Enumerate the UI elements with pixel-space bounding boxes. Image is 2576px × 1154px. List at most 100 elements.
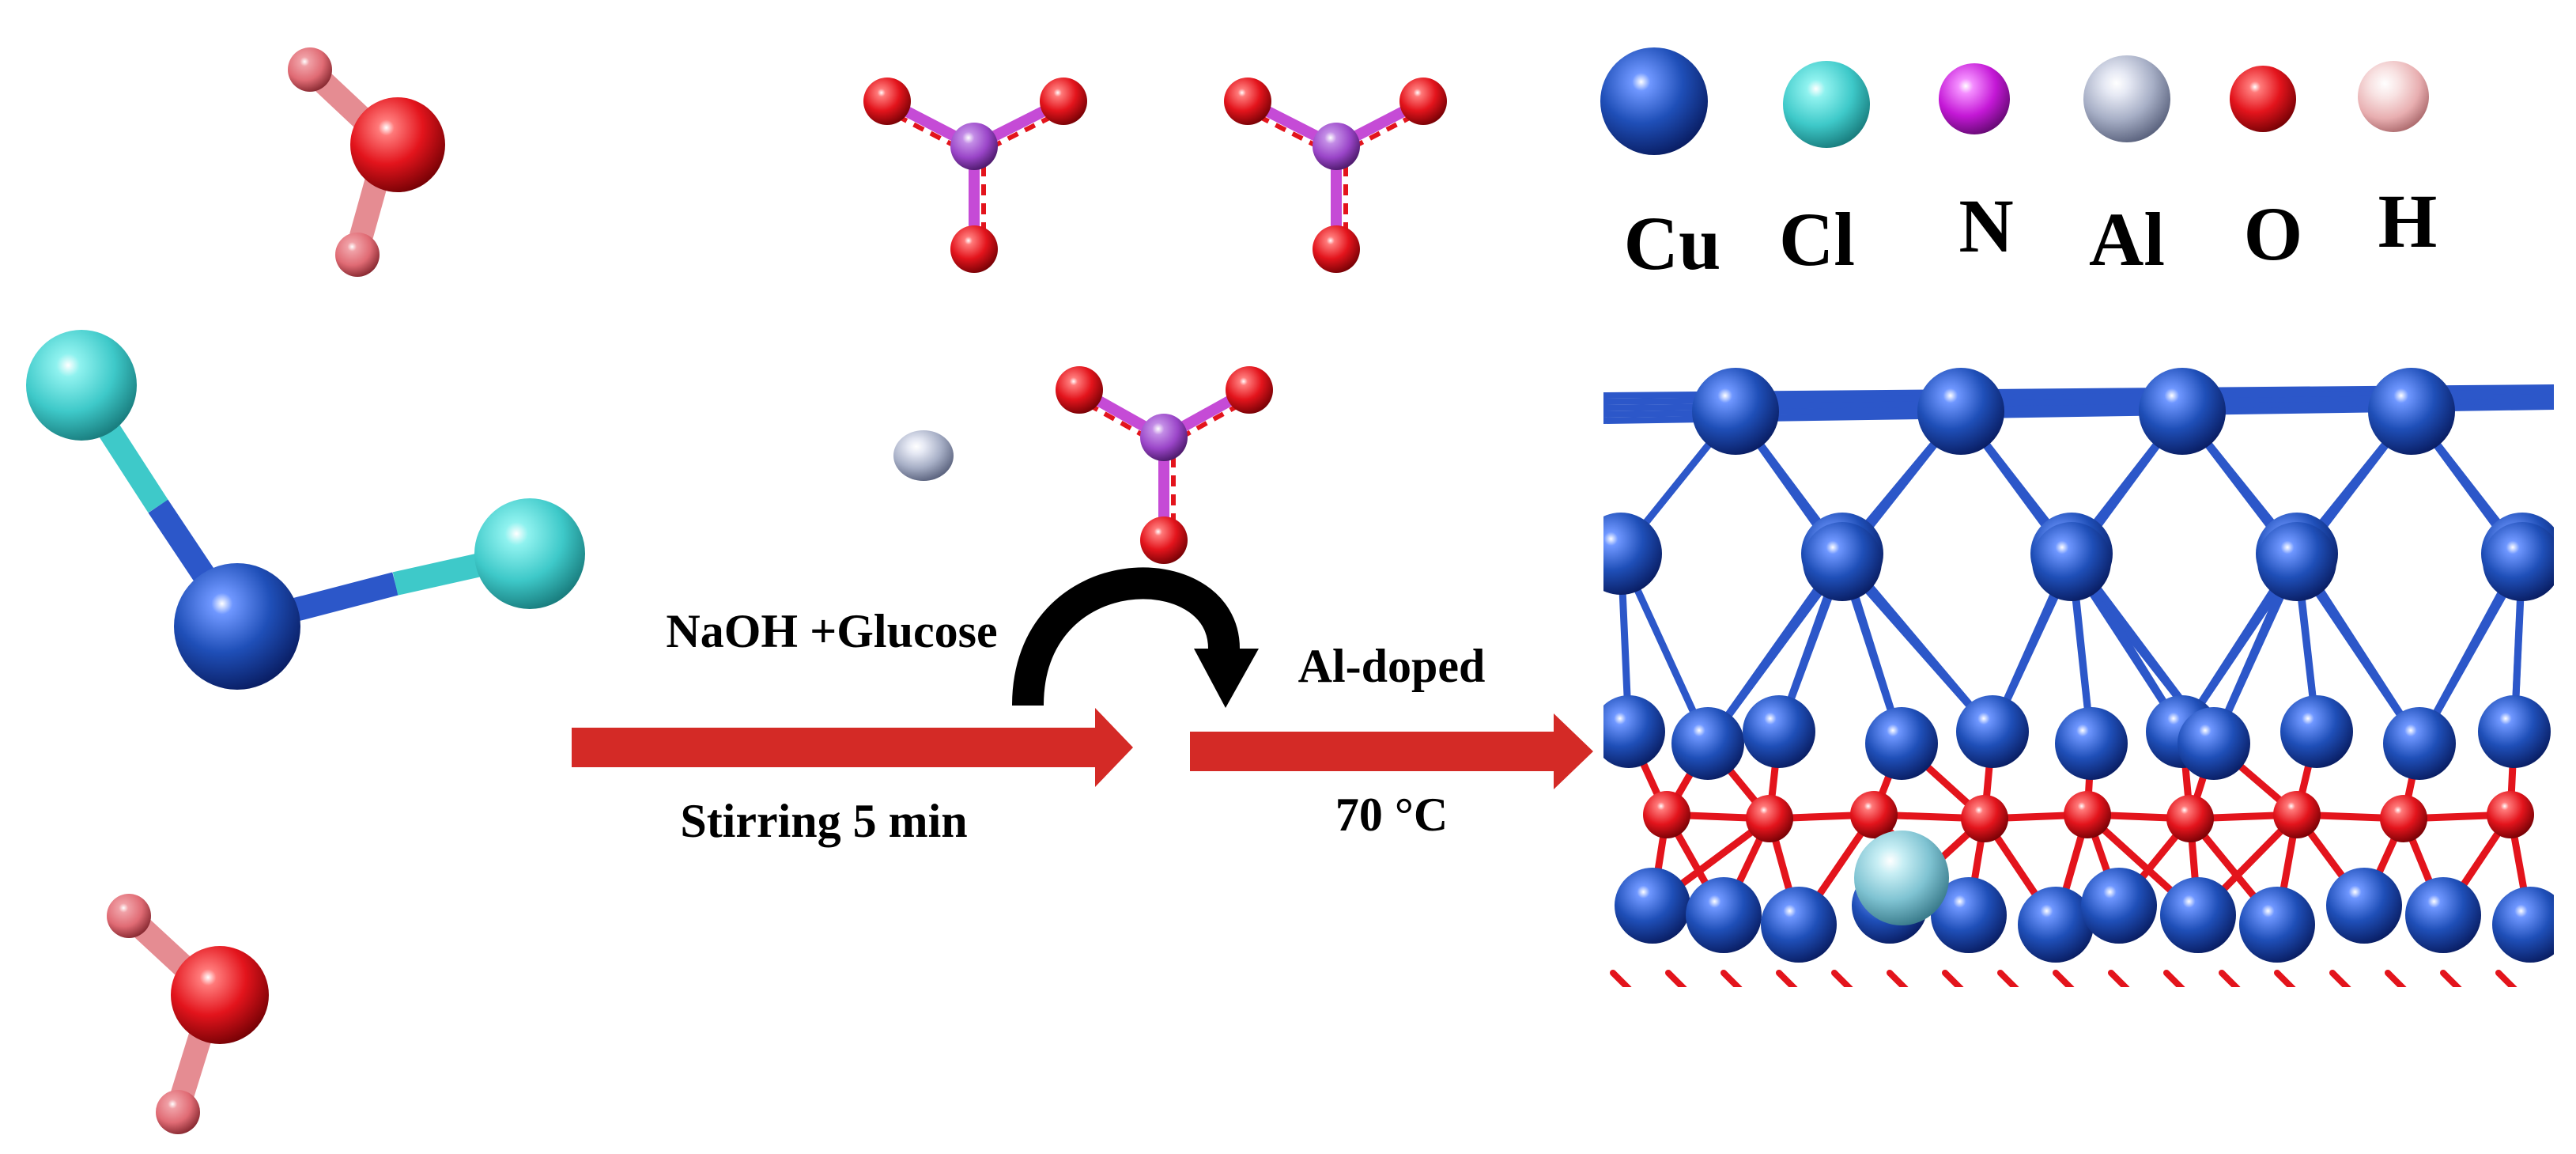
nitrate-ion-3 [1056, 366, 1273, 564]
legend-label-n: N [1958, 184, 2013, 268]
copper-atom [1761, 887, 1837, 963]
legend-label-cu: Cu [1624, 201, 1721, 286]
step1-arrow [572, 708, 1133, 787]
hydrogen-atom [107, 894, 151, 938]
bond [1776, 970, 1798, 987]
copper-atom [2055, 707, 2128, 780]
copper-atom [1956, 695, 2029, 768]
legend-label-cl: Cl [1779, 197, 1855, 282]
dopant-atom [1854, 831, 1949, 925]
oxygen-atom [1040, 78, 1087, 125]
copper-atom [2368, 368, 2455, 455]
copper-atom [2081, 868, 2157, 944]
copper-atom [2032, 522, 2111, 601]
copper-atom [1865, 707, 1938, 780]
bond [2219, 970, 2241, 987]
oxygen-atom [2166, 795, 2214, 842]
copper-atom [1686, 877, 1762, 953]
bond [1720, 970, 1743, 987]
copper-atom [2139, 368, 2226, 455]
oxygen-atom [350, 97, 445, 192]
oxygen-atom [1056, 366, 1103, 414]
copper-atom [1917, 368, 2004, 455]
bond [1887, 970, 1909, 987]
bond [2108, 970, 2130, 987]
al-doped-cu-slab [1603, 368, 2554, 987]
aluminum-ion [893, 430, 954, 481]
legend-cu-atom [1600, 47, 1708, 155]
legend-n-atom [1939, 63, 2010, 134]
legend-al-atom [2083, 55, 2170, 142]
oxygen-atom [1643, 791, 1690, 838]
copper-atom [1803, 522, 1882, 601]
copper-atom [2239, 887, 2315, 963]
bond [1997, 970, 2019, 987]
copper-atom [2178, 707, 2250, 780]
copper-atom [1931, 877, 2007, 953]
bond [2053, 970, 2075, 987]
bond [2495, 970, 2517, 987]
step1-reagent-label: NaOH +Glucose [666, 605, 997, 657]
oxygen-atom [863, 78, 911, 125]
copper-atom [2483, 522, 2554, 601]
copper-atom [2383, 707, 2456, 780]
nitrogen-atom [950, 123, 998, 170]
oxygen-atom [1746, 795, 1793, 842]
hydrogen-atom [335, 233, 380, 277]
bond [2329, 970, 2351, 987]
oxygen-atom [1850, 791, 1898, 838]
bond [2163, 970, 2185, 987]
chlorine-atom [26, 330, 137, 441]
oxygen-atom [1140, 516, 1188, 564]
legend-o-atom [2230, 66, 2296, 132]
copper-atom [2160, 877, 2236, 953]
cucl2-molecule [26, 330, 585, 690]
nitrate-ion-2 [1224, 78, 1447, 273]
nitrate-ion-1 [863, 78, 1087, 273]
step2-arrow [1190, 713, 1593, 789]
water-molecule-top [288, 47, 445, 277]
copper-atom [2018, 887, 2094, 963]
oxygen-atom [1961, 795, 2008, 842]
nitrogen-atom [1313, 123, 1360, 170]
chlorine-atom [474, 498, 585, 609]
copper-atom [2478, 695, 2551, 768]
bond [1942, 970, 1964, 987]
bond [1831, 970, 1853, 987]
oxygen-atom [2064, 791, 2111, 838]
bond [1610, 970, 1632, 987]
hydrogen-atom [288, 47, 332, 92]
step1-condition-label: Stirring 5 min [680, 795, 967, 847]
copper-atom [1603, 695, 1665, 768]
step2-temperature-label: 70 °C [1335, 789, 1448, 841]
oxygen-atom [171, 946, 269, 1044]
copper-atom [1603, 513, 1662, 595]
copper-atom [2257, 522, 2336, 601]
oxygen-atom [1226, 366, 1273, 414]
oxygen-atom [2487, 791, 2534, 838]
copper-atom [1692, 368, 1779, 455]
copper-atom [1671, 707, 1744, 780]
oxygen-atom [950, 225, 998, 273]
copper-atom [2405, 877, 2481, 953]
copper-atom [1743, 695, 1815, 768]
copper-atom [174, 563, 300, 690]
legend-cl-atom [1783, 61, 1870, 148]
legend-h-atom [2358, 61, 2429, 132]
water-molecule-bottom [107, 894, 269, 1134]
oxygen-atom [2380, 795, 2427, 842]
bond [2440, 970, 2462, 987]
oxygen-atom [1224, 78, 1271, 125]
oxygen-atom [1313, 225, 1360, 273]
bond [2274, 970, 2296, 987]
copper-atom [2492, 887, 2554, 963]
copper-atom [1615, 868, 1690, 944]
curved-arrow [1012, 567, 1259, 708]
oxygen-atom [1399, 78, 1447, 125]
oxygen-atom [2273, 791, 2321, 838]
step2-dopant-label: Al-doped [1298, 640, 1486, 692]
nitrogen-atom [1140, 414, 1188, 461]
legend-label-o: O [2244, 191, 2303, 276]
bond [1665, 970, 1687, 987]
